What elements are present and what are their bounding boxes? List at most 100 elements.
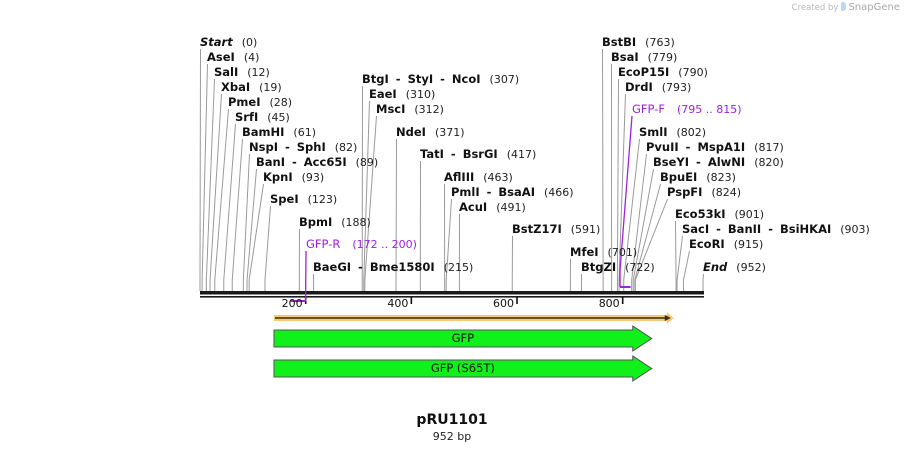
restriction-site-label[interactable]: BamHI(61): [242, 125, 316, 140]
site-name[interactable]: BanI: [256, 155, 285, 169]
orf-arrow[interactable]: [273, 312, 674, 324]
restriction-site-label[interactable]: BsaI(779): [611, 50, 677, 65]
restriction-site-label[interactable]: XbaI(19): [221, 80, 282, 95]
restriction-site-label[interactable]: MscI(312): [376, 102, 444, 117]
restriction-site-label[interactable]: PvuII - MspA1I(817): [646, 140, 784, 155]
site-name[interactable]: Start: [200, 35, 233, 49]
restriction-site-label[interactable]: End(952): [703, 260, 766, 275]
restriction-site-label[interactable]: MfeI(701): [570, 245, 637, 260]
restriction-site-label[interactable]: BaeGI - Bme1580I(215): [313, 260, 473, 275]
primer-label[interactable]: GFP-F(795 .. 815): [632, 102, 742, 117]
site-name[interactable]: MfeI: [570, 245, 599, 259]
site-name[interactable]: NcoI: [451, 72, 481, 86]
site-name[interactable]: BsaI: [611, 50, 639, 64]
restriction-site-label[interactable]: KpnI (93): [263, 170, 324, 185]
site-name[interactable]: BaeGI: [313, 260, 352, 274]
site-leader-line: [209, 93, 222, 291]
site-position: (793): [661, 81, 692, 94]
restriction-site-label[interactable]: Eco53kI (901): [675, 207, 764, 222]
site-name[interactable]: XbaI: [221, 80, 251, 94]
site-name[interactable]: End: [703, 260, 728, 274]
site-name[interactable]: PmeI: [228, 95, 261, 109]
site-name[interactable]: SpeI: [270, 192, 299, 206]
restriction-site-label[interactable]: SacI - BanII - BsiHKAI(903): [682, 222, 870, 237]
site-name[interactable]: AseI: [207, 50, 235, 64]
restriction-site-label[interactable]: DrdI (793): [625, 80, 691, 95]
site-name[interactable]: Bme1580I: [369, 260, 435, 274]
restriction-site-label[interactable]: PmeI(28): [228, 95, 292, 110]
site-name[interactable]: EaeI: [369, 87, 397, 101]
restriction-site-label[interactable]: PmlI - BsaAI(466): [451, 185, 574, 200]
site-name[interactable]: BstZ17I: [512, 222, 562, 236]
site-name[interactable]: EcoRI: [689, 237, 725, 251]
site-name[interactable]: MspA1I: [697, 140, 746, 154]
restriction-site-label[interactable]: PspFI(824): [667, 185, 741, 200]
restriction-site-label[interactable]: BpuEI(823): [660, 170, 736, 185]
restriction-site-label[interactable]: SalI(12): [214, 65, 270, 80]
feature-label[interactable]: GFP: [451, 331, 475, 345]
site-name[interactable]: SmlI: [639, 125, 668, 139]
site-name[interactable]: PspFI: [667, 185, 703, 199]
site-position: (901): [734, 208, 765, 221]
restriction-site-label[interactable]: BtgI - StyI - NcoI(307): [362, 72, 519, 87]
restriction-site-label[interactable]: NdeI(371): [396, 125, 465, 140]
site-name[interactable]: BtgI: [362, 72, 389, 86]
primer-label[interactable]: GFP-R(172 .. 200): [306, 237, 417, 252]
restriction-site-label[interactable]: AseI(4): [207, 50, 259, 65]
site-name[interactable]: BsaAI: [498, 185, 535, 199]
restriction-site-label[interactable]: EaeI(310): [369, 87, 435, 102]
site-name[interactable]: BsiHKAI: [779, 222, 832, 236]
restriction-site-label[interactable]: BanI - Acc65I(89): [256, 155, 378, 170]
site-name[interactable]: DrdI: [625, 80, 653, 94]
site-name[interactable]: GFP-R: [306, 237, 341, 251]
site-name[interactable]: BtgZI: [581, 260, 617, 274]
restriction-site-label[interactable]: TatI - BsrGI(417): [420, 147, 536, 162]
restriction-site-label[interactable]: SmlI(802): [639, 125, 706, 140]
site-name[interactable]: StyI: [407, 72, 434, 86]
site-name[interactable]: BsrGI: [462, 147, 498, 161]
feature-arrow[interactable]: [273, 325, 653, 352]
restriction-site-label[interactable]: AcuI(491): [459, 200, 526, 215]
site-name[interactable]: TatI: [420, 147, 444, 161]
site-name[interactable]: SacI: [682, 222, 710, 236]
site-leader-line: [618, 93, 626, 291]
site-name[interactable]: SphI: [296, 140, 326, 154]
site-name[interactable]: SalI: [214, 65, 239, 79]
site-name[interactable]: KpnI: [263, 170, 293, 184]
restriction-site-label[interactable]: NspI - SphI(82): [249, 140, 357, 155]
site-name[interactable]: PmlI: [451, 185, 480, 199]
site-name[interactable]: NdeI: [396, 125, 426, 139]
site-name[interactable]: AcuI: [459, 200, 488, 214]
restriction-site-label[interactable]: EcoP15I(790): [618, 65, 708, 80]
site-name[interactable]: GFP-F: [632, 102, 665, 116]
site-name[interactable]: SrfI: [235, 110, 259, 124]
restriction-site-label[interactable]: Start(0): [200, 35, 257, 50]
feature-arrow[interactable]: [273, 355, 653, 382]
site-name[interactable]: Eco53kI: [675, 207, 726, 221]
restriction-site-label[interactable]: SrfI(45): [235, 110, 290, 125]
restriction-site-label[interactable]: AflIII(463): [444, 170, 513, 185]
restriction-site-label[interactable]: BpmI(188): [299, 215, 371, 230]
site-name[interactable]: MscI: [376, 102, 406, 116]
restriction-site-label[interactable]: EcoRI(915): [689, 237, 763, 252]
restriction-site-label[interactable]: BstZ17I(591): [512, 222, 600, 237]
restriction-site-label[interactable]: BseYI - AlwNI(820): [653, 155, 784, 170]
site-name[interactable]: AlwNI: [707, 155, 746, 169]
feature-label[interactable]: GFP (S65T): [430, 361, 495, 375]
site-name[interactable]: BanII: [727, 222, 762, 236]
site-name[interactable]: NspI: [249, 140, 278, 154]
restriction-site-label[interactable]: BstBI(763): [602, 35, 675, 50]
site-name[interactable]: BseYI: [653, 155, 690, 169]
site-name[interactable]: AflIII: [444, 170, 475, 184]
site-name[interactable]: EcoP15I: [618, 65, 670, 79]
restriction-site-label[interactable]: SpeI(123): [270, 192, 337, 207]
site-name[interactable]: PvuII: [646, 140, 679, 154]
site-position: (93): [301, 171, 325, 184]
site-name[interactable]: BpuEI: [660, 170, 698, 184]
restriction-site-label[interactable]: BtgZI(722): [581, 260, 655, 275]
site-name[interactable]: BpmI: [299, 215, 333, 229]
site-name[interactable]: BstBI: [602, 35, 637, 49]
site-name[interactable]: Acc65I: [303, 155, 347, 169]
site-name[interactable]: BamHI: [242, 125, 285, 139]
